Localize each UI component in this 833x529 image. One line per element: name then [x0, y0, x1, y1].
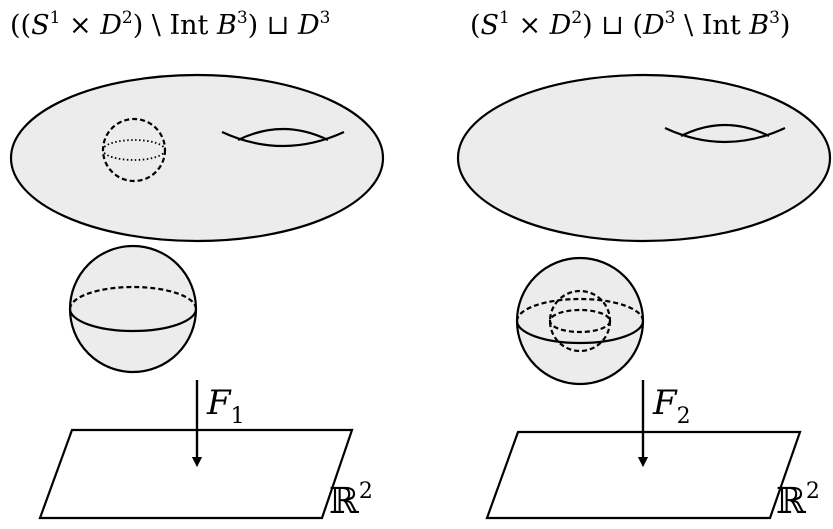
- left-title: ((S1 × D2) \ Int B3) ⊔ D3: [10, 8, 330, 41]
- right-plane: [485, 430, 802, 520]
- left-ball-equator-front: [68, 308, 198, 333]
- right-ball-equator-back: [515, 297, 645, 322]
- right-map-label: F2: [652, 383, 691, 429]
- right-torus-hole-upper-arc: [680, 123, 770, 137]
- right-title: (S1 × D2) ⊔ (D3 \ Int B3): [470, 8, 790, 41]
- right-removed-ball-equator: [548, 308, 612, 334]
- left-torus-hole-lower-arc: [221, 131, 345, 148]
- right-ball-equator-front: [515, 320, 645, 345]
- left-panel: ((S1 × D2) \ Int B3) ⊔ D3 F1 ℝ2: [9, 8, 385, 522]
- right-solid-torus: [456, 73, 832, 243]
- left-plane-label: ℝ2: [329, 479, 373, 522]
- left-plane: [38, 428, 354, 520]
- left-solid-torus: [9, 73, 385, 243]
- right-panel: (S1 × D2) ⊔ (D3 \ Int B3) F2 ℝ2: [456, 8, 832, 522]
- left-removed-ball-equator: [102, 139, 166, 161]
- right-ball: [515, 256, 645, 386]
- right-torus-hole-lower-arc: [664, 127, 786, 144]
- left-ball: [68, 244, 198, 374]
- left-ball-equator-back: [68, 285, 198, 310]
- right-plane-label: ℝ2: [776, 479, 820, 522]
- left-torus-hole-upper-arc: [237, 127, 329, 141]
- left-map-label: F1: [206, 383, 245, 429]
